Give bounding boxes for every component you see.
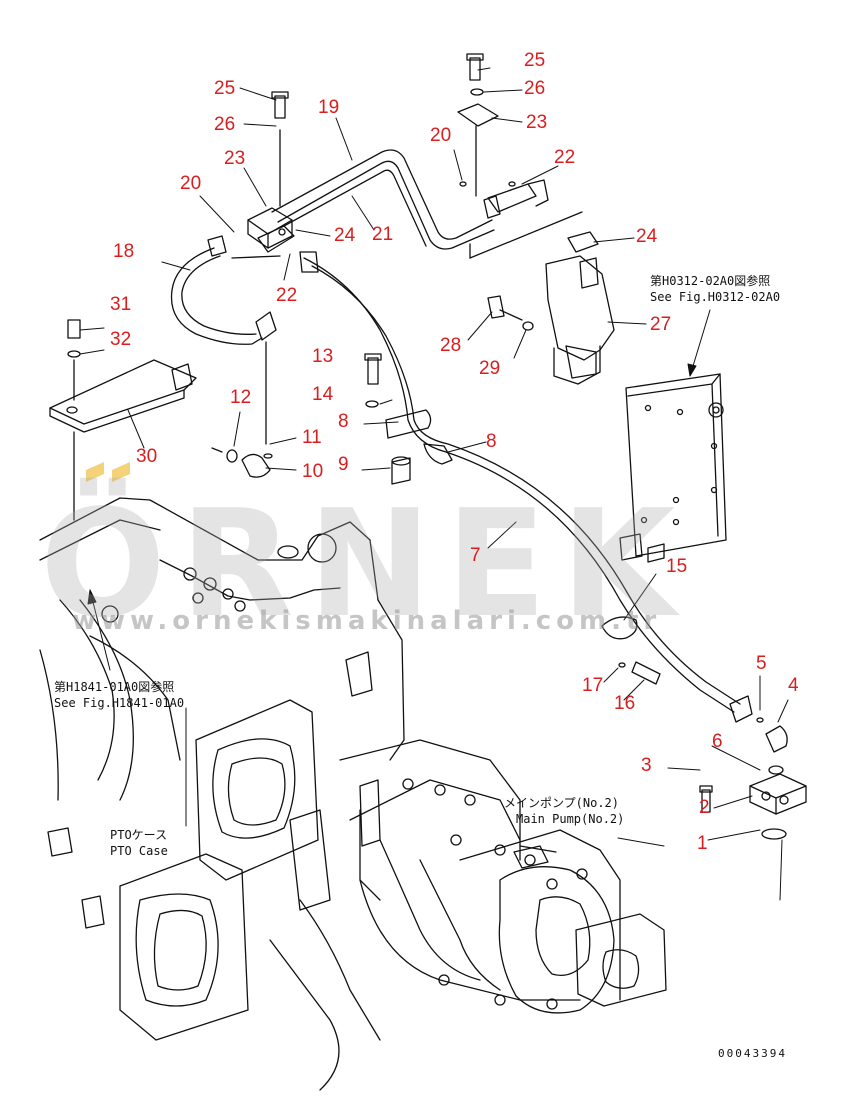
part-number-callout: 22 xyxy=(276,285,298,306)
part-number-callout: 14 xyxy=(312,384,334,405)
callout-leaders xyxy=(80,68,788,840)
hose-18 xyxy=(172,236,281,444)
part-number-callout: 25 xyxy=(524,50,546,71)
part-number-callout: 5 xyxy=(756,653,767,674)
part-number-callout: 7 xyxy=(470,545,481,566)
part-number-callout: 1 xyxy=(697,833,708,854)
part-number-callout: 30 xyxy=(136,446,158,467)
watermark-url: www.ornekismakinalari.com.tr xyxy=(72,606,662,636)
reference-note-h0312-en: See Fig.H0312-02A0 xyxy=(650,290,781,304)
part-number-callout: 27 xyxy=(650,314,672,335)
watermark-logo: ÖRNEK xyxy=(40,478,690,650)
reference-note-h1841-en: See Fig.H1841-01A0 xyxy=(54,696,185,710)
part-number-callout: 16 xyxy=(614,693,636,714)
part-number-callout: 32 xyxy=(110,329,132,350)
reference-note-h0312-jp: 第H0312-02A0図参照 xyxy=(650,274,771,288)
part-number-callout: 22 xyxy=(554,147,576,168)
bracket-30 xyxy=(50,320,196,520)
part-number-callout: 17 xyxy=(582,675,604,696)
drawing-code: 00043394 xyxy=(718,1047,787,1060)
part-number-callout: 8 xyxy=(338,411,349,432)
bracket-27 xyxy=(488,232,614,384)
hose-7 xyxy=(300,252,752,722)
part-number-callout: 13 xyxy=(312,346,334,367)
control-valve-block xyxy=(620,374,726,562)
left-block-fittings xyxy=(248,92,294,252)
part-number-callout: 11 xyxy=(302,427,322,448)
frame-housing xyxy=(40,498,404,800)
part-number-callout: 24 xyxy=(636,226,658,247)
part-number-callout: 9 xyxy=(338,454,349,475)
main-pump xyxy=(270,740,666,1090)
part-number-callout: 19 xyxy=(318,97,340,118)
pto-case xyxy=(48,700,318,1040)
part-number-callout: 23 xyxy=(526,112,548,133)
part-number-callout: 2 xyxy=(699,797,710,818)
hose-clamps-8 xyxy=(365,354,452,484)
part-number-callout: 31 xyxy=(110,294,132,315)
flange-items-1-6 xyxy=(700,718,806,839)
pto-case-label-en: PTO Case xyxy=(110,844,168,858)
part-number-callout: 18 xyxy=(113,241,135,262)
part-number-callout: 20 xyxy=(180,173,202,194)
pipe-19-21 xyxy=(272,150,548,249)
part-number-callout: 6 xyxy=(712,731,723,752)
reference-note-h1841-jp: 第H1841-01A0図参照 xyxy=(54,680,175,694)
fittings-10-12 xyxy=(212,448,272,477)
part-number-callout: 28 xyxy=(440,335,462,356)
part-number-callout: 24 xyxy=(334,225,356,246)
part-number-callout: 8 xyxy=(486,431,497,452)
main-pump-label-jp: メインポンプ(No.2) xyxy=(504,796,619,810)
upper-right-clamp xyxy=(458,54,582,258)
pto-case-label-jp: PTOケース xyxy=(110,828,168,842)
part-number-callout: 26 xyxy=(214,114,236,135)
reference-leaders xyxy=(88,310,782,900)
part-number-callout: 26 xyxy=(524,78,546,99)
part-number-callout: 12 xyxy=(230,387,252,408)
watermark-accent xyxy=(86,462,130,482)
part-number-callout: 29 xyxy=(479,358,501,379)
part-number-callout: 25 xyxy=(214,78,236,99)
part-number-callout: 20 xyxy=(430,125,452,146)
part-number-callout: 4 xyxy=(788,675,799,696)
part-number-callout: 10 xyxy=(302,461,324,482)
main-pump-label-en: Main Pump(No.2) xyxy=(516,812,625,826)
part-number-callout: 23 xyxy=(224,148,246,169)
part-number-callout: 3 xyxy=(641,755,652,776)
part-number-callout: 15 xyxy=(666,556,688,577)
part-number-callout: 21 xyxy=(372,224,394,245)
